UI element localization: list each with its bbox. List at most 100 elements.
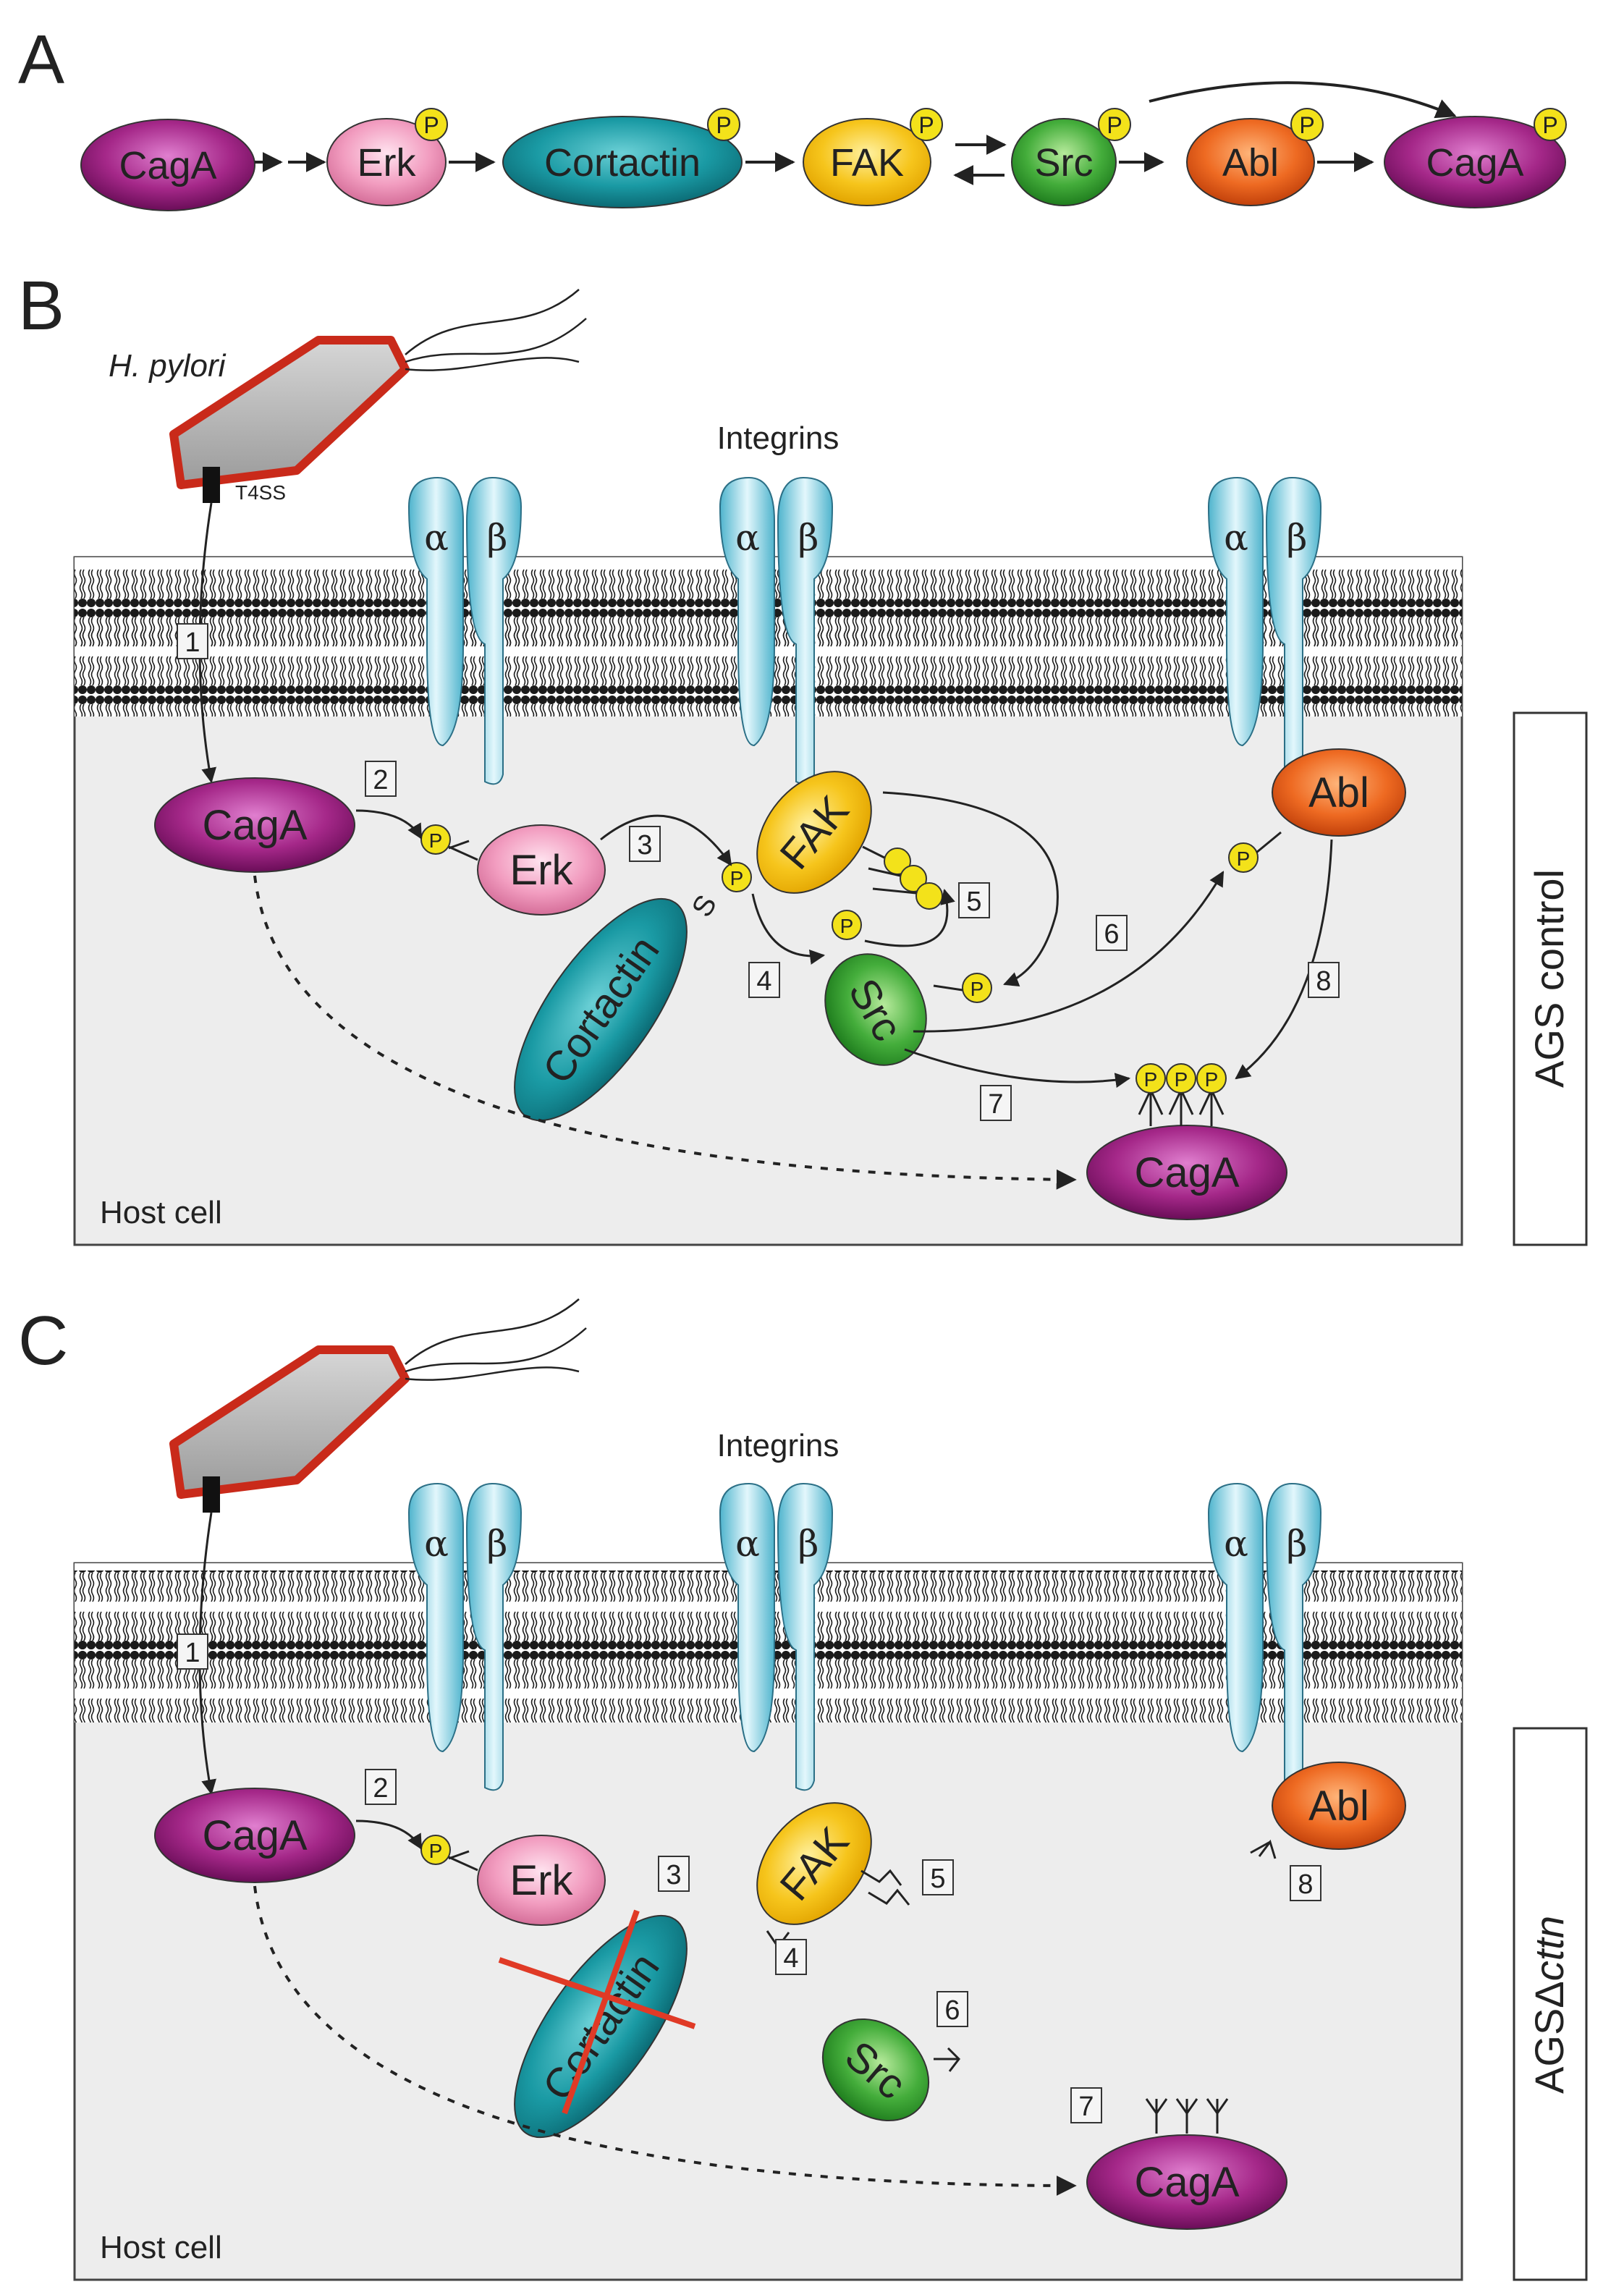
panel-c: C Integrins α β α β α β: [18, 1298, 1588, 2281]
b-caga-in: CagA: [154, 777, 355, 873]
a-caga-end-phospho-icon: [1534, 108, 1567, 141]
b-caga-phospho-cluster-icon: P P P: [1135, 1063, 1227, 1126]
svg-text:β: β: [487, 1523, 508, 1565]
a-caga-end: CagA P: [1384, 108, 1567, 208]
svg-text:β: β: [798, 517, 819, 559]
a-caga-start: CagA: [80, 119, 255, 211]
b-integrin-2-icon: α β: [719, 476, 834, 785]
b-step-4: [748, 962, 780, 998]
c-step-7: [1070, 2087, 1102, 2123]
c-integrins-label: Integrins: [717, 1428, 840, 1463]
b-caga-out: CagA P P P: [1086, 1063, 1287, 1220]
svg-text:5: 5: [966, 887, 981, 917]
svg-text:α: α: [424, 517, 449, 559]
c-step-1: [177, 1633, 208, 1670]
a-src: Src P: [1011, 108, 1131, 206]
a-cortactin-phospho-icon: [707, 108, 740, 141]
svg-text:Abl: Abl: [1308, 1783, 1369, 1830]
svg-text:α: α: [735, 517, 760, 559]
svg-text:β: β: [798, 1523, 819, 1565]
svg-text:P: P: [1299, 112, 1314, 138]
svg-text:α: α: [1224, 517, 1248, 559]
b-abl-phospho-icon: [1228, 842, 1259, 873]
svg-text:α: α: [424, 1523, 449, 1565]
c-caga-unphospho-icon: [1145, 2098, 1229, 2134]
svg-text:4: 4: [756, 966, 771, 997]
a-cortactin-label: Cortactin: [544, 141, 701, 185]
svg-text:6: 6: [944, 1995, 960, 2026]
a-abl-label: Abl: [1222, 141, 1279, 185]
svg-text:2: 2: [373, 1773, 388, 1804]
svg-text:1: 1: [185, 627, 200, 658]
svg-text:P: P: [730, 867, 744, 889]
b-bacterium-label: H. pylori: [109, 348, 227, 384]
svg-text:7: 7: [988, 1089, 1003, 1120]
svg-text:P: P: [1107, 112, 1122, 138]
b-integrins-label: Integrins: [717, 420, 840, 456]
panel-c-label: C: [18, 1302, 68, 1379]
a-fak: FAK P: [803, 108, 943, 206]
svg-text:3: 3: [637, 830, 652, 861]
b-step-8: [1308, 962, 1340, 998]
b-erk: Erk P: [420, 824, 606, 916]
b-integrin-1-icon: α β: [407, 476, 523, 785]
a-abl: Abl P: [1186, 108, 1324, 206]
svg-text:6: 6: [1104, 919, 1119, 950]
c-integrin-1-icon: α β: [407, 1482, 523, 1791]
svg-text:CagA: CagA: [202, 1812, 307, 1859]
b-src: Src: [824, 953, 927, 1066]
a-erk: Erk P: [326, 108, 448, 206]
a-cortactin: Cortactin P: [502, 108, 743, 208]
b-step-5: [958, 882, 990, 918]
svg-text:2: 2: [373, 765, 388, 795]
b-step-6: [1096, 915, 1128, 951]
c-abl-unphospho-icon: [1250, 1839, 1277, 1859]
b-erk-phospho-icon: [420, 824, 451, 855]
b-host-cell-label: Host cell: [100, 1195, 222, 1230]
c-step-2: [365, 1769, 397, 1805]
svg-text:P: P: [970, 978, 984, 1000]
svg-text:3: 3: [666, 1860, 681, 1890]
svg-text:P: P: [1237, 847, 1251, 870]
b-step-2: [365, 761, 397, 797]
c-step-3: [658, 1856, 690, 1892]
panel-b: B H. pylori T4SS Integrins α β α β: [18, 267, 1588, 1246]
svg-text:β: β: [1287, 517, 1308, 559]
b-abl: Abl P: [1228, 748, 1406, 873]
panel-a-label: A: [18, 21, 64, 98]
svg-text:CagA: CagA: [1134, 2159, 1239, 2206]
c-bacterium-icon: [169, 1298, 587, 1513]
c-condition-label: AGSΔcttn: [1526, 1916, 1572, 2094]
c-deletion-cross-icon: [498, 1909, 696, 2115]
svg-text:P: P: [840, 915, 854, 937]
c-host-cell-label: Host cell: [100, 2230, 222, 2265]
b-bacterium-icon: [169, 289, 587, 503]
a-caga-start-label: CagA: [119, 144, 216, 187]
c-abl: Abl: [1272, 1762, 1406, 1850]
c-condition-box: [1513, 1727, 1588, 2281]
svg-text:P: P: [1175, 1068, 1188, 1091]
b-condition-label: AGS control: [1526, 869, 1572, 1088]
b-t4ss-label: T4SS: [235, 481, 286, 504]
c-erk-phospho-icon: [420, 1835, 451, 1865]
a-erk-label: Erk: [358, 141, 417, 185]
svg-text:P: P: [429, 829, 443, 852]
svg-text:P: P: [1205, 1068, 1219, 1091]
panel-a: A CagA Erk P Cortactin P FAK P: [18, 21, 1567, 211]
a-erk-phospho-icon: [415, 108, 448, 141]
c-step-5: [922, 1859, 954, 1895]
svg-text:Erk: Erk: [510, 847, 574, 894]
svg-text:P: P: [918, 112, 934, 138]
b-step-7: [980, 1085, 1012, 1121]
svg-text:Abl: Abl: [1308, 769, 1369, 816]
b-integrin-3-icon: α β: [1207, 476, 1322, 785]
svg-text:1: 1: [185, 1638, 200, 1668]
c-integrin-3-icon: α β: [1207, 1482, 1322, 1791]
svg-text:α: α: [735, 1523, 760, 1565]
c-step-8: [1290, 1865, 1321, 1901]
c-fak: FAK: [756, 1802, 872, 1925]
c-caga-in: CagA: [154, 1788, 355, 1883]
svg-text:7: 7: [1078, 2092, 1094, 2122]
svg-text:β: β: [1287, 1523, 1308, 1565]
